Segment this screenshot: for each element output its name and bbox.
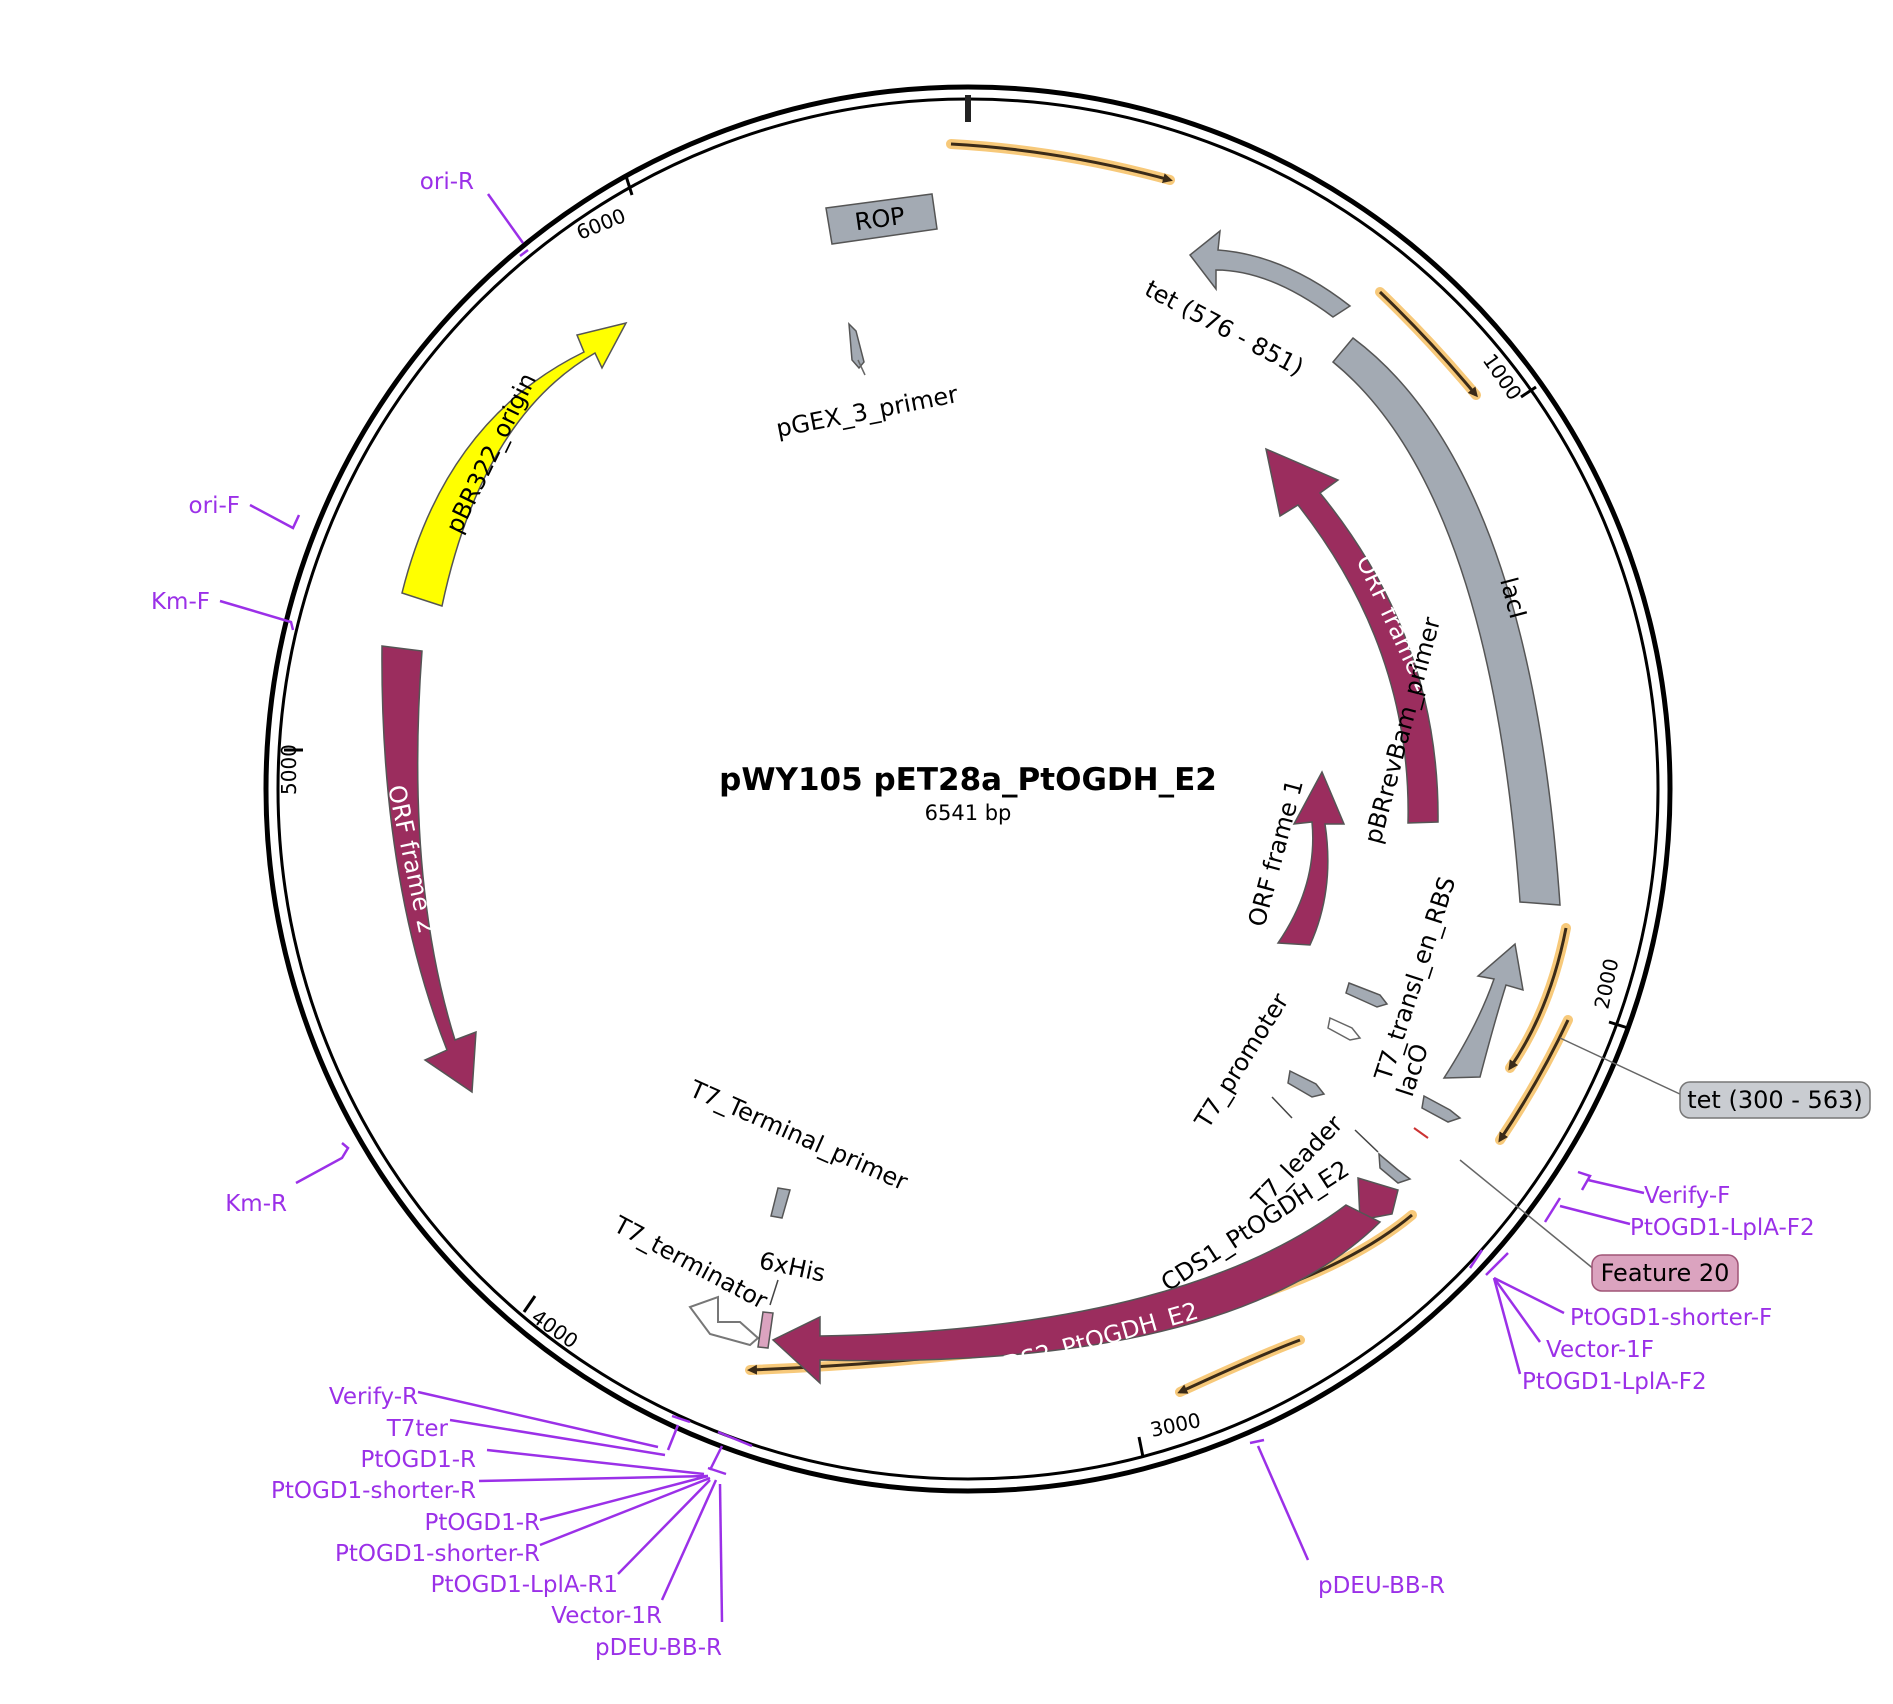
t7-terminator-label: T7_terminator: [608, 1210, 772, 1315]
plasmid-size: 6541 bp: [925, 801, 1012, 825]
6xhis-label: 6xHis: [757, 1246, 828, 1287]
primer-verify-f: Verify-F: [1644, 1183, 1730, 1209]
primer-km-r: Km-R: [225, 1191, 287, 1217]
plasmid-title: pWY105 pET28a_PtOGDH_E2: [719, 762, 1217, 798]
tet-300-563-callout[interactable]: tet (300 - 563): [1559, 1037, 1871, 1119]
tet-576-851-feature[interactable]: tet (576 - 851): [1140, 229, 1352, 382]
primer-ptogd1-lpla-f2-b: PtOGD1-LplA-F2: [1522, 1369, 1707, 1395]
tet-300-563-callout-label: tet (300 - 563): [1687, 1086, 1862, 1114]
tet-inner-arrow[interactable]: [1442, 942, 1524, 1079]
pbr322-origin-label: pBR322_origin: [440, 369, 542, 538]
tick-label-2000: 2000: [1589, 956, 1623, 1011]
primer-ptogd1-lpla-r1: PtOGD1-LplA-R1: [431, 1572, 618, 1598]
primer-ptogd1-r-b: PtOGD1-R: [425, 1510, 540, 1536]
primer-labels: ori-R ori-F Km-F Km-R Verify-F PtOGD1-Lp…: [151, 169, 1815, 1661]
primer-ptogd1-shorter-r-b: PtOGD1-shorter-R: [335, 1541, 540, 1567]
rop-feature[interactable]: ROP: [825, 193, 938, 245]
tet-576-851-label: tet (576 - 851): [1140, 275, 1308, 382]
t7-terminal-primer-feature[interactable]: T7_Terminal_primer: [685, 1074, 912, 1219]
red-mark: [1413, 1127, 1429, 1139]
primer-pdeu-bb-r-bottom: pDEU-BB-R: [1318, 1573, 1445, 1599]
t7-promoter-feature[interactable]: T7_promoter: [1189, 988, 1326, 1134]
tick-label-6000: 6000: [573, 203, 629, 244]
primer-ptogd1-shorter-f: PtOGD1-shorter-F: [1570, 1305, 1772, 1331]
tick-label-3000: 3000: [1148, 1408, 1203, 1442]
tick-label-5000: 5000: [277, 744, 301, 795]
primer-ori-r: ori-R: [420, 169, 474, 195]
primer-ptogd1-r-a: PtOGD1-R: [361, 1447, 476, 1473]
t7-terminator-feature[interactable]: T7_terminator: [608, 1210, 772, 1347]
t7-terminal-primer-label: T7_Terminal_primer: [685, 1074, 912, 1196]
t7-promoter-label: T7_promoter: [1189, 988, 1295, 1134]
orf-frame-1-feature[interactable]: ORF frame 1: [1243, 770, 1346, 946]
pgex-primer-feature[interactable]: pGEX_3_primer: [774, 322, 961, 443]
primer-vector-1r: Vector-1R: [551, 1603, 662, 1629]
tick-label-4000: 4000: [527, 1304, 582, 1353]
t7-rbs-feature[interactable]: T7_transl_en_RBS: [1327, 873, 1461, 1085]
primer-km-f: Km-F: [151, 589, 210, 615]
primer-verify-r: Verify-R: [329, 1384, 418, 1410]
primer-ori-f: ori-F: [189, 493, 240, 519]
orf-frame-2-left-label: ORF frame 2: [382, 782, 441, 936]
ticks: [284, 175, 1629, 1458]
primer-t7ter: T7ter: [386, 1416, 449, 1442]
primer-sites: [219, 193, 1645, 1623]
orf-frame-2-left-feature[interactable]: ORF frame 2: [381, 645, 477, 1094]
primer-ptogd1-shorter-r-a: PtOGD1-shorter-R: [271, 1478, 476, 1504]
feature-20-callout[interactable]: Feature 20: [1459, 1159, 1739, 1292]
primer-ptogd1-lpla-f2-a: PtOGD1-LplA-F2: [1630, 1215, 1815, 1241]
pbr322-origin-feature[interactable]: pBR322_origin: [401, 321, 628, 607]
primer-pdeu-bb-r-left: pDEU-BB-R: [595, 1635, 722, 1661]
laci-feature[interactable]: lacI: [1331, 336, 1561, 906]
feature-20-callout-label: Feature 20: [1601, 1259, 1730, 1287]
rop-label: ROP: [853, 202, 906, 237]
cds2-feature[interactable]: CDS2_PtOGDH_E2: [771, 1204, 1382, 1385]
pgex-primer-label: pGEX_3_primer: [774, 380, 961, 443]
primer-vector-1f: Vector-1F: [1546, 1337, 1654, 1363]
